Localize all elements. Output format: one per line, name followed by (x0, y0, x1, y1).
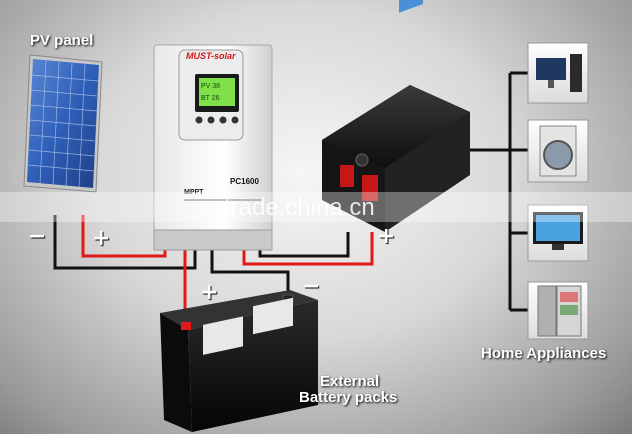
appliance-refrigerator (527, 281, 589, 340)
controller-brand: MUST-solar (186, 51, 236, 61)
home-appliances-label: Home Appliances (481, 345, 607, 362)
battery-negative-sign: − (302, 274, 321, 299)
battery (160, 290, 318, 432)
charge-controller: PV 38 BT 26 (153, 44, 273, 251)
inverter-negative-wire (258, 232, 350, 258)
pv-positive-wire (81, 215, 167, 258)
pv-positive-sign: + (92, 226, 111, 251)
svg-text:BT 26: BT 26 (201, 95, 220, 102)
controller-lcd-screen (199, 78, 235, 106)
battery-label-2 (253, 297, 293, 335)
appliance-computer (527, 42, 589, 104)
controller-button-1 (195, 116, 203, 124)
battery-positive-terminal (181, 322, 191, 330)
battery-positive-sign: + (200, 280, 219, 305)
controller-button-3 (219, 116, 227, 124)
inverter-positive-wire (242, 232, 374, 266)
battery-negative-wire (210, 250, 290, 292)
svg-text:PV 38: PV 38 (201, 83, 220, 90)
battery-label-line2: Battery packs (299, 389, 398, 406)
appliance-washer (527, 119, 589, 183)
inverter-socket-b (362, 175, 378, 201)
battery-label-line1: External (320, 373, 380, 390)
controller-model: PC1600 (230, 177, 259, 186)
watermark-text: trade.china.cn (224, 194, 375, 221)
pv-negative-sign: − (28, 224, 47, 249)
inverter-lcd (399, 0, 423, 13)
watermark-band (0, 192, 632, 222)
pv-panel-label: PV panel (30, 32, 94, 49)
pv-negative-wire (53, 215, 197, 270)
appliance-tv (527, 204, 589, 262)
pv-panel (23, 54, 103, 193)
controller-button-4 (231, 116, 239, 124)
controller-strip-text: MPPT (184, 189, 204, 196)
battery-label-1 (203, 316, 243, 355)
inverter (322, 0, 470, 232)
inverter-fan (355, 153, 369, 167)
inverter-positive-sign: + (377, 224, 396, 249)
controller-button-2 (207, 116, 215, 124)
wiring (53, 71, 528, 333)
inverter-socket-a (340, 165, 354, 187)
